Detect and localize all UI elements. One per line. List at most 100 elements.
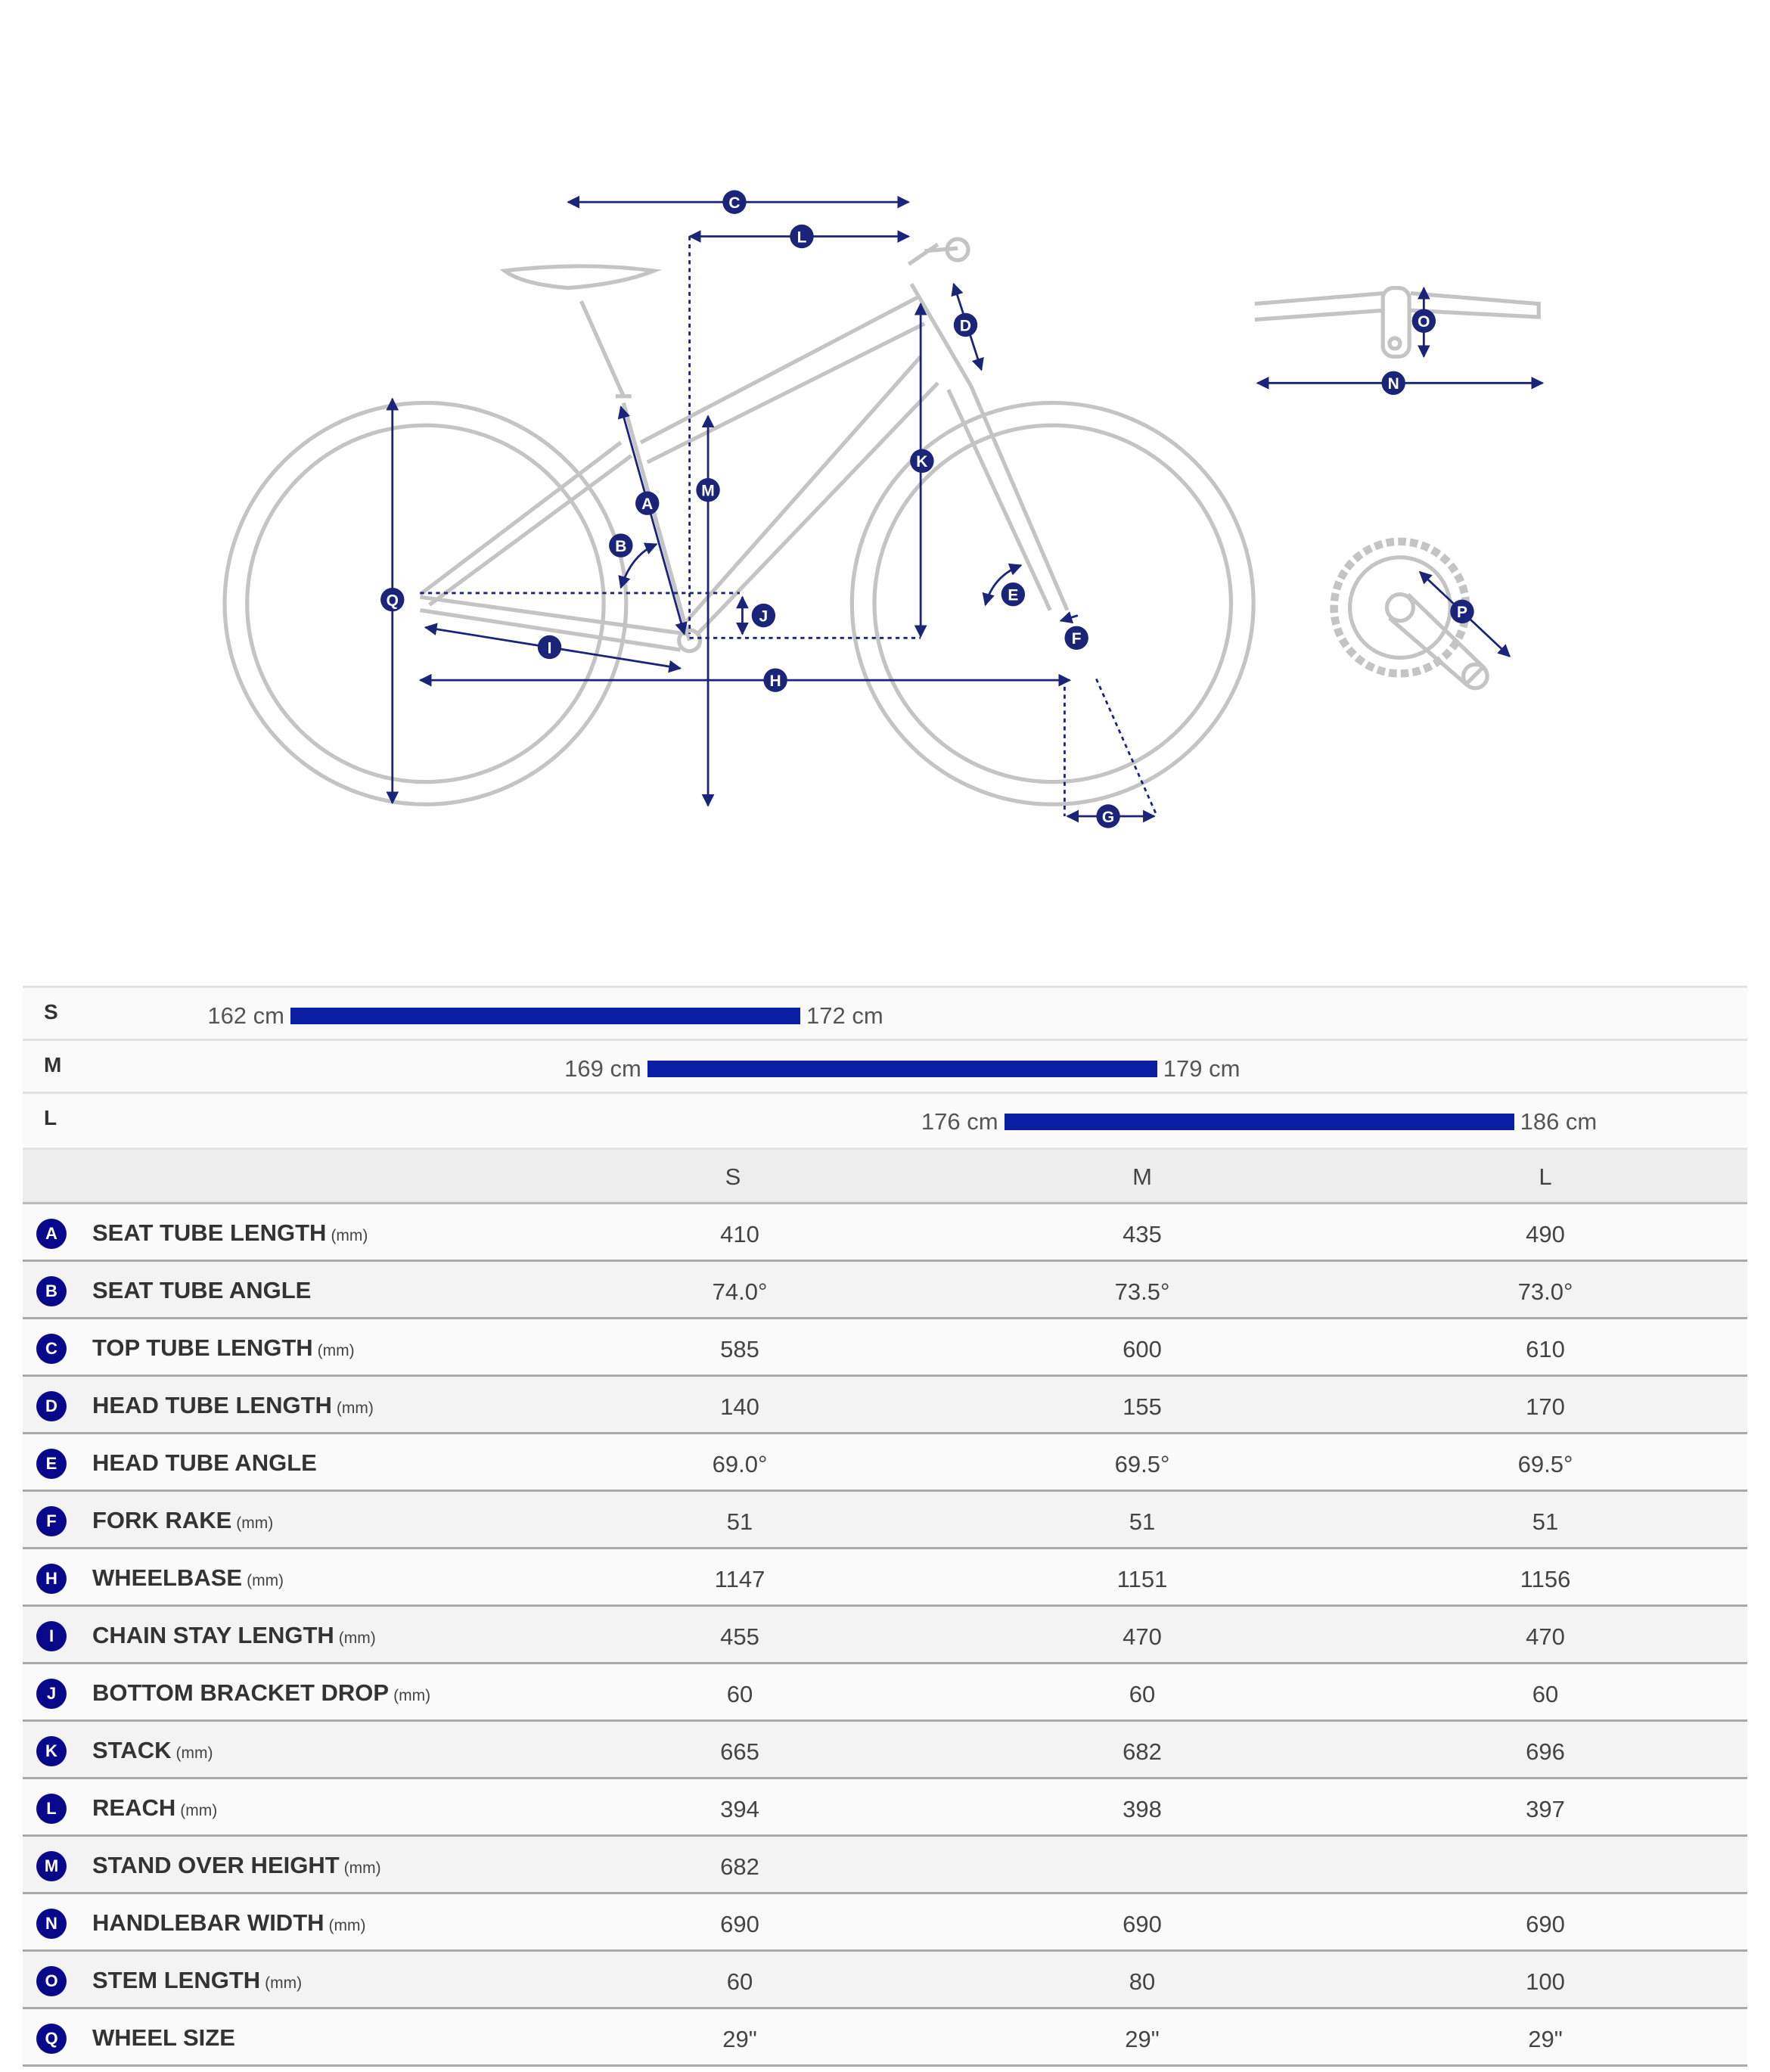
- label-l-badge: [790, 224, 814, 249]
- value-s: 60: [726, 1968, 753, 1995]
- value-s: 69.0°: [712, 1451, 768, 1477]
- value-l: 170: [1526, 1393, 1565, 1420]
- value-s: 140: [720, 1393, 759, 1420]
- label-d: D: [960, 317, 971, 334]
- column-header-m[interactable]: M: [1132, 1163, 1152, 1190]
- value-s: 29": [722, 2026, 757, 2052]
- label-f: F: [1072, 630, 1082, 648]
- label-l: L: [797, 228, 807, 246]
- label-p-badge: [1450, 599, 1474, 624]
- unit: (mm): [175, 1744, 213, 1762]
- unit: (mm): [236, 1514, 274, 1532]
- unit: (mm): [343, 1859, 381, 1877]
- measurement-label: HEAD TUBE LENGTH(mm): [92, 1392, 374, 1419]
- value-m: 60: [1129, 1681, 1156, 1707]
- table-header: S M L: [23, 1148, 1747, 1204]
- letter-badge: N: [36, 1909, 67, 1939]
- measurement-name: HANDLEBAR WIDTH: [92, 1909, 324, 1936]
- value-s: 1147: [714, 1566, 765, 1592]
- value-s: 682: [720, 1853, 759, 1880]
- letter-badge: L: [36, 1794, 67, 1824]
- label-o: O: [1418, 313, 1430, 331]
- value-l: 1156: [1520, 1566, 1571, 1592]
- max-height: 186 cm: [1520, 1108, 1598, 1135]
- letter-badge: F: [36, 1506, 67, 1536]
- max-height: 179 cm: [1163, 1055, 1241, 1082]
- measurement-label: HEAD TUBE ANGLE: [92, 1449, 321, 1477]
- table-row: M STAND OVER HEIGHT(mm) 682: [23, 1837, 1747, 1894]
- label-j: J: [759, 607, 769, 625]
- letter-badge: M: [36, 1851, 67, 1881]
- measurement-label: TOP TUBE LENGTH(mm): [92, 1334, 355, 1362]
- unit: (mm): [393, 1687, 431, 1704]
- value-s: 585: [720, 1336, 759, 1362]
- value-m: 69.5°: [1114, 1451, 1170, 1477]
- label-c: C: [728, 194, 740, 212]
- value-l: 29": [1528, 2026, 1563, 2052]
- label-b: B: [615, 538, 626, 555]
- letter-badge: I: [36, 1621, 67, 1651]
- letter-badge: Q: [36, 2024, 67, 2054]
- measurement-name: WHEELBASE: [92, 1564, 243, 1591]
- unit: (mm): [265, 1974, 303, 1992]
- letter-badge: D: [36, 1391, 67, 1421]
- label-m-badge: [696, 478, 720, 502]
- label-k: K: [916, 453, 927, 471]
- height-range-bar: [647, 1061, 1157, 1077]
- unit: (mm): [180, 1802, 218, 1819]
- column-header-l[interactable]: L: [1539, 1163, 1552, 1190]
- bike-frame: [222, 237, 1541, 806]
- value-l: 397: [1526, 1796, 1565, 1822]
- label-o-badge: [1411, 309, 1436, 333]
- value-m: 73.5°: [1114, 1278, 1170, 1305]
- letter-badge: B: [36, 1276, 67, 1306]
- value-m: 51: [1129, 1508, 1156, 1535]
- min-height: 169 cm: [564, 1055, 641, 1082]
- value-l: 69.5°: [1517, 1451, 1573, 1477]
- unit: (mm): [317, 1342, 355, 1359]
- value-l: 51: [1532, 1508, 1559, 1535]
- label-q: Q: [387, 592, 399, 610]
- unit: (mm): [331, 1227, 368, 1244]
- size-label: L: [44, 1106, 57, 1129]
- letter-badge: C: [36, 1334, 67, 1364]
- label-i: I: [548, 639, 552, 657]
- label-m: M: [701, 483, 714, 500]
- value-l: 490: [1526, 1221, 1565, 1247]
- unit: (mm): [328, 1917, 366, 1934]
- max-height: 172 cm: [806, 1002, 883, 1029]
- height-range-bar: [290, 1008, 800, 1024]
- letter-badge: K: [36, 1736, 67, 1766]
- value-m: 398: [1123, 1796, 1162, 1822]
- measurement-label: WHEELBASE(mm): [92, 1564, 284, 1592]
- label-b-badge: [609, 533, 633, 558]
- measurement-name: BOTTOM BRACKET DROP: [92, 1679, 390, 1706]
- size-row-s: S 162 cm 172 cm: [23, 986, 1747, 1039]
- unit: (mm): [247, 1572, 284, 1589]
- letter-badge: E: [36, 1449, 67, 1479]
- value-l: 690: [1526, 1911, 1565, 1937]
- value-l: 60: [1532, 1681, 1559, 1707]
- measurement-label: REACH(mm): [92, 1794, 217, 1822]
- value-l: 73.0°: [1517, 1278, 1573, 1305]
- measurement-label: HANDLEBAR WIDTH(mm): [92, 1909, 366, 1937]
- label-e-badge: [1001, 582, 1026, 607]
- value-s: 60: [726, 1681, 753, 1707]
- label-n-badge: [1381, 371, 1405, 396]
- value-m: 435: [1123, 1221, 1162, 1247]
- unit: (mm): [338, 1629, 376, 1647]
- column-header-s[interactable]: S: [725, 1163, 741, 1190]
- measurement-label: BOTTOM BRACKET DROP(mm): [92, 1679, 430, 1707]
- measurement-label: STAND OVER HEIGHT(mm): [92, 1852, 381, 1879]
- measurement-name: STEM LENGTH: [92, 1967, 261, 1993]
